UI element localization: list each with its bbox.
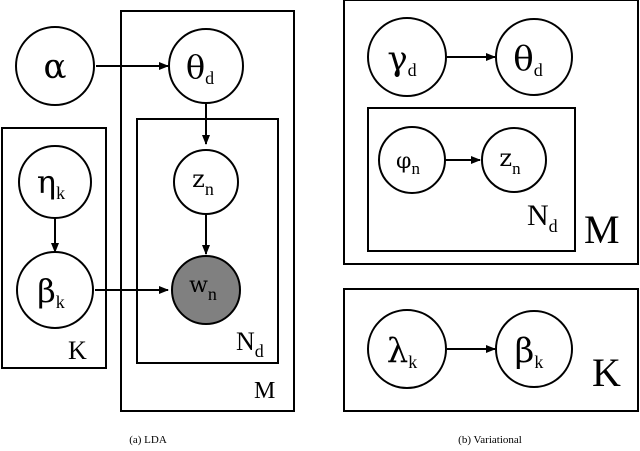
- node-z-variational: zn: [481, 127, 547, 193]
- node-lambda: λk: [367, 309, 447, 389]
- node-z-variational-label: zn: [499, 144, 521, 178]
- plate-label-words: Nd: [236, 327, 264, 361]
- plate-topics: [1, 127, 107, 369]
- caption-variational: (b) Variational: [458, 434, 522, 446]
- caption-lda: (a) LDA: [129, 434, 167, 446]
- node-w-observed: wn: [171, 255, 241, 325]
- node-beta-variational: βk: [495, 310, 573, 388]
- node-alpha: α: [15, 26, 95, 106]
- node-alpha-label: α: [44, 47, 67, 87]
- plate-topics-variational: [343, 288, 639, 412]
- node-w-label: wn: [189, 273, 217, 304]
- node-theta: θd: [168, 28, 244, 104]
- node-eta-label: ηk: [37, 163, 65, 203]
- plate-label-topics-variational: K: [592, 350, 621, 395]
- node-beta: βk: [16, 251, 94, 329]
- node-z: zn: [173, 149, 239, 215]
- plate-words-variational: [367, 107, 576, 252]
- plate-label-documents: M: [254, 378, 275, 404]
- variational-diagram: M Nd K γd θd φn zn λk βk: [343, 0, 639, 412]
- node-gamma-label: γd: [387, 39, 416, 80]
- node-z-label: zn: [192, 165, 214, 199]
- node-lambda-label: λk: [387, 331, 418, 372]
- node-theta-variational: θd: [495, 18, 573, 96]
- node-theta-label: θd: [186, 48, 214, 88]
- plate-words: [136, 118, 279, 364]
- node-theta-variational-label: θd: [513, 39, 542, 80]
- plate-label-words-variational: Nd: [527, 199, 558, 236]
- lda-diagram: M Nd K α θd zn wn ηk β: [1, 10, 295, 412]
- node-phi: φn: [378, 126, 446, 194]
- plate-documents-variational: [343, 0, 639, 265]
- node-beta-variational-label: βk: [515, 331, 544, 372]
- plate-label-topics: K: [68, 336, 87, 365]
- plate-documents: [120, 10, 295, 412]
- node-phi-label: φn: [396, 149, 420, 178]
- node-beta-label: βk: [37, 272, 65, 312]
- plate-label-documents-variational: M: [584, 207, 620, 252]
- node-gamma: γd: [367, 17, 447, 97]
- node-eta: ηk: [18, 145, 92, 219]
